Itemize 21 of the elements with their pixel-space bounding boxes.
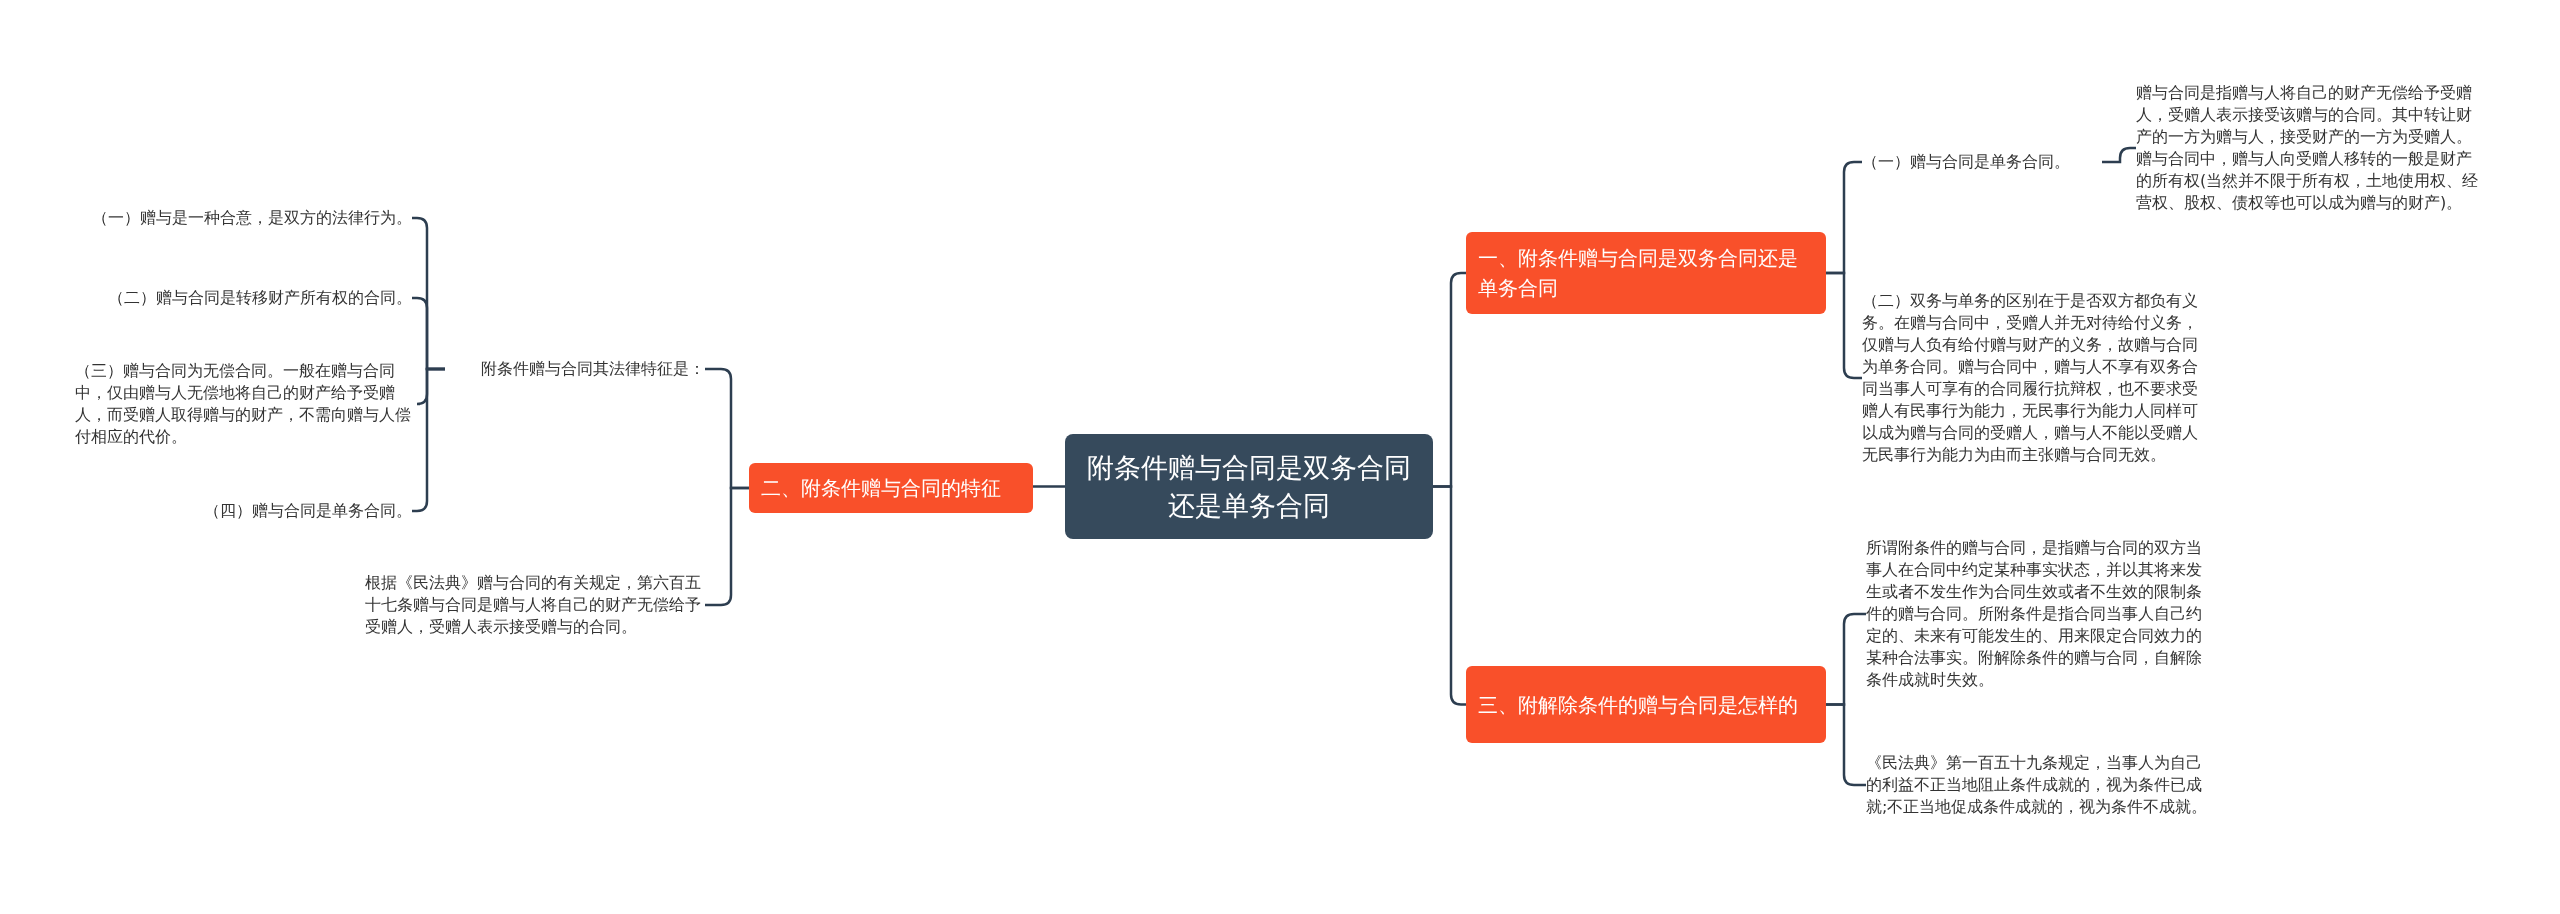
node-text: （二）赠与合同是转移财产所有权的合同。	[108, 288, 412, 307]
node-text: （一）赠与合同是单务合同。	[1862, 152, 2070, 171]
branch-topic	[1466, 666, 1826, 743]
node-text: （一）赠与是一种合意，是双方的法律行为。	[92, 208, 412, 227]
node-text: 二、附条件赠与合同的特征	[761, 475, 1001, 502]
node-text: 一、附条件赠与合同是双务合同还是单务合同	[1478, 245, 1799, 302]
branch-topic	[1466, 232, 1826, 314]
connector-line	[1033, 485, 1065, 488]
node-text: （四）赠与合同是单务合同。	[204, 501, 412, 520]
node-text: 根据《民法典》赠与合同的有关规定，第六百五十七条赠与合同是赠与人将自己的财产无偿给予受赠人，受赠人表示接受赠与的合同。	[365, 573, 701, 636]
node-text: 附条件赠与合同其法律特征是：	[481, 359, 705, 378]
node-text: 三、附解除条件的赠与合同是怎样的	[1478, 691, 1798, 719]
node-text: 赠与合同是指赠与人将自己的财产无偿给予受赠人，受赠人表示接受该赠与的合同。其中转让财产的一方为赠与人，接受财产的一方为受赠人。赠与合同中，赠与人向受赠人移转的一般是财产的所有权(当然并不限于所有权，土地使用权、经营权、股权、债权等也可以成为赠与的财产)。	[2136, 83, 2479, 212]
node-text: 附条件赠与合同是双务合同还是单务合同	[1087, 450, 1411, 523]
connector-line	[2102, 146, 2136, 164]
node-text: 所谓附条件的赠与合同，是指赠与合同的双方当事人在合同中约定某种事实状态，并以其将来发生或者不发生作为合同生效或者不生效的限制条件的赠与合同。所附条件是指合同当事人自己约定的、未来有可能发生的、用来限定合同效力的某种合法事实。附解除条件的赠与合同，自解除条件成就时失效。	[1866, 538, 2202, 689]
node-text: （三）赠与合同为无偿合同。一般在赠与合同中，仅由赠与人无偿地将自己的财产给予受赠人，而受赠人取得赠与的财产，不需向赠与人偿付相应的代价。	[75, 361, 411, 446]
central-topic	[1065, 434, 1433, 539]
node-text: 《民法典》第一百五十九条规定，当事人为自己的利益不正当地阻止条件成就的，视为条件已成就;不正当地促成条件成就的，视为条件不成就。	[1866, 753, 2208, 816]
node-text: （二）双务与单务的区别在于是否双方都负有义务。在赠与合同中，受赠人并无对待给付义务，仅赠与人负有给付赠与财产的义务，故赠与合同为单务合同。赠与合同中，赠与人不享有双务合同当事人可享有的合同履行抗辩权，也不要求受赠人有民事行为能力，无民事行为能力人同样可以成为赠与合同的受赠人，赠与人不能以受赠人无民事行为能力为由而主张赠与合同无效。	[1862, 291, 2198, 464]
branch-topic	[749, 463, 1033, 513]
